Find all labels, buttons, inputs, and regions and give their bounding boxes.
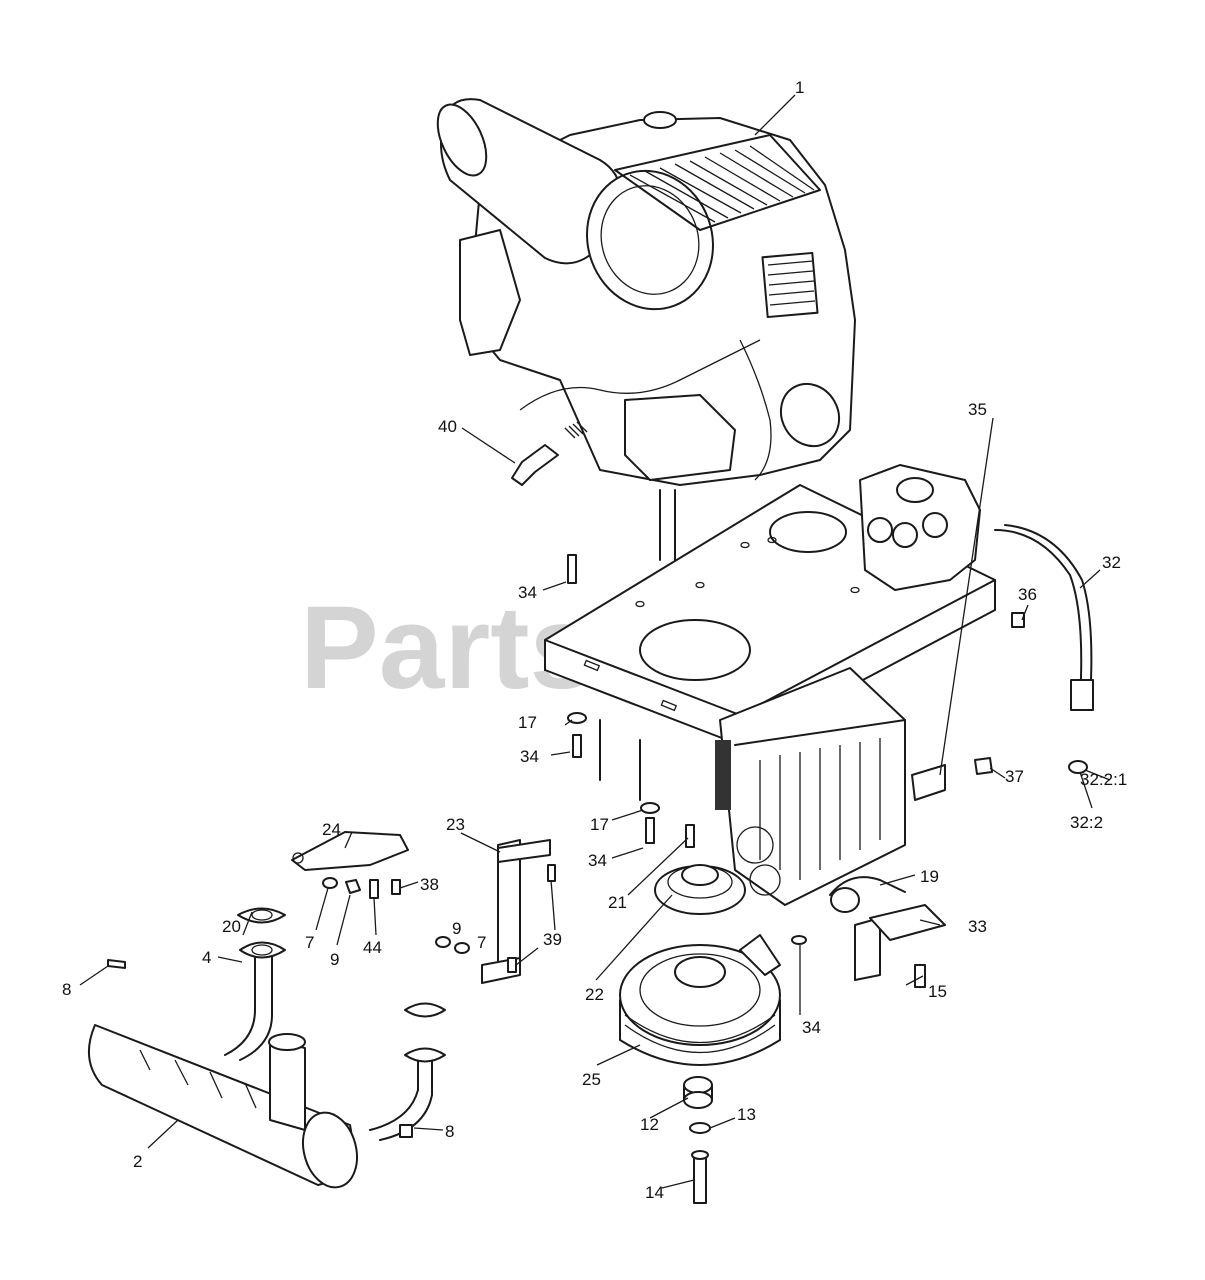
callout-1[interactable]: 1	[795, 78, 804, 97]
callout-23[interactable]: 23	[446, 815, 465, 834]
leader-lines	[79, 94, 1111, 1189]
callout-34-top[interactable]: 34	[518, 583, 537, 602]
pto-clutch[interactable]	[619, 934, 781, 1066]
callout-33[interactable]: 33	[968, 917, 987, 936]
callout-20[interactable]: 20	[222, 917, 241, 936]
hydraulic-pump[interactable]	[859, 464, 981, 591]
muffler[interactable]	[87, 907, 446, 1194]
callout-32-2-1[interactable]: 32:2:1	[1080, 770, 1127, 789]
callout-34-mid[interactable]: 34	[520, 747, 539, 766]
callout-8-left[interactable]: 8	[62, 980, 71, 999]
small-hardware[interactable]	[107, 554, 1025, 1138]
callout-39[interactable]: 39	[543, 930, 562, 949]
callout-22[interactable]: 22	[585, 985, 604, 1004]
callout-38[interactable]: 38	[420, 875, 439, 894]
callout-34-bottom[interactable]: 34	[802, 1018, 821, 1037]
callout-17-upper[interactable]: 17	[518, 713, 537, 732]
callout-9-left[interactable]: 9	[330, 950, 339, 969]
callout-8-right[interactable]: 8	[445, 1122, 454, 1141]
callout-24[interactable]: 24	[322, 820, 341, 839]
pulley[interactable]	[654, 864, 746, 915]
callout-15[interactable]: 15	[928, 982, 947, 1001]
callout-7-left[interactable]: 7	[305, 933, 314, 952]
callout-36[interactable]: 36	[1018, 585, 1037, 604]
callout-25[interactable]: 25	[582, 1070, 601, 1089]
callout-2[interactable]: 2	[133, 1152, 142, 1171]
muffler-bracket[interactable]	[291, 831, 409, 871]
clutch-guard-box[interactable]	[715, 667, 906, 906]
callout-44[interactable]: 44	[363, 938, 382, 957]
callout-34-lower[interactable]: 34	[588, 851, 607, 870]
engine[interactable]	[428, 97, 856, 486]
callout-19[interactable]: 19	[920, 867, 939, 886]
callout-40[interactable]: 40	[438, 417, 457, 436]
callout-labels: 1 40 34 32 36 17 34 35 37 32:2:1 32:2 17…	[62, 78, 1127, 1202]
callout-17-lower[interactable]: 17	[590, 815, 609, 834]
callout-21[interactable]: 21	[608, 893, 627, 912]
callout-9-right[interactable]: 9	[452, 919, 461, 938]
callout-37[interactable]: 37	[1005, 767, 1024, 786]
callout-32-2[interactable]: 32:2	[1070, 813, 1103, 832]
hydraulic-hose[interactable]	[994, 524, 1094, 774]
callout-14[interactable]: 14	[645, 1183, 664, 1202]
callout-32[interactable]: 32	[1102, 553, 1121, 572]
callout-13[interactable]: 13	[737, 1105, 756, 1124]
callout-12[interactable]: 12	[640, 1115, 659, 1134]
callout-4[interactable]: 4	[202, 948, 211, 967]
callout-7-right[interactable]: 7	[477, 933, 486, 952]
hardware-stack[interactable]	[683, 824, 713, 1204]
callout-35[interactable]: 35	[968, 400, 987, 419]
